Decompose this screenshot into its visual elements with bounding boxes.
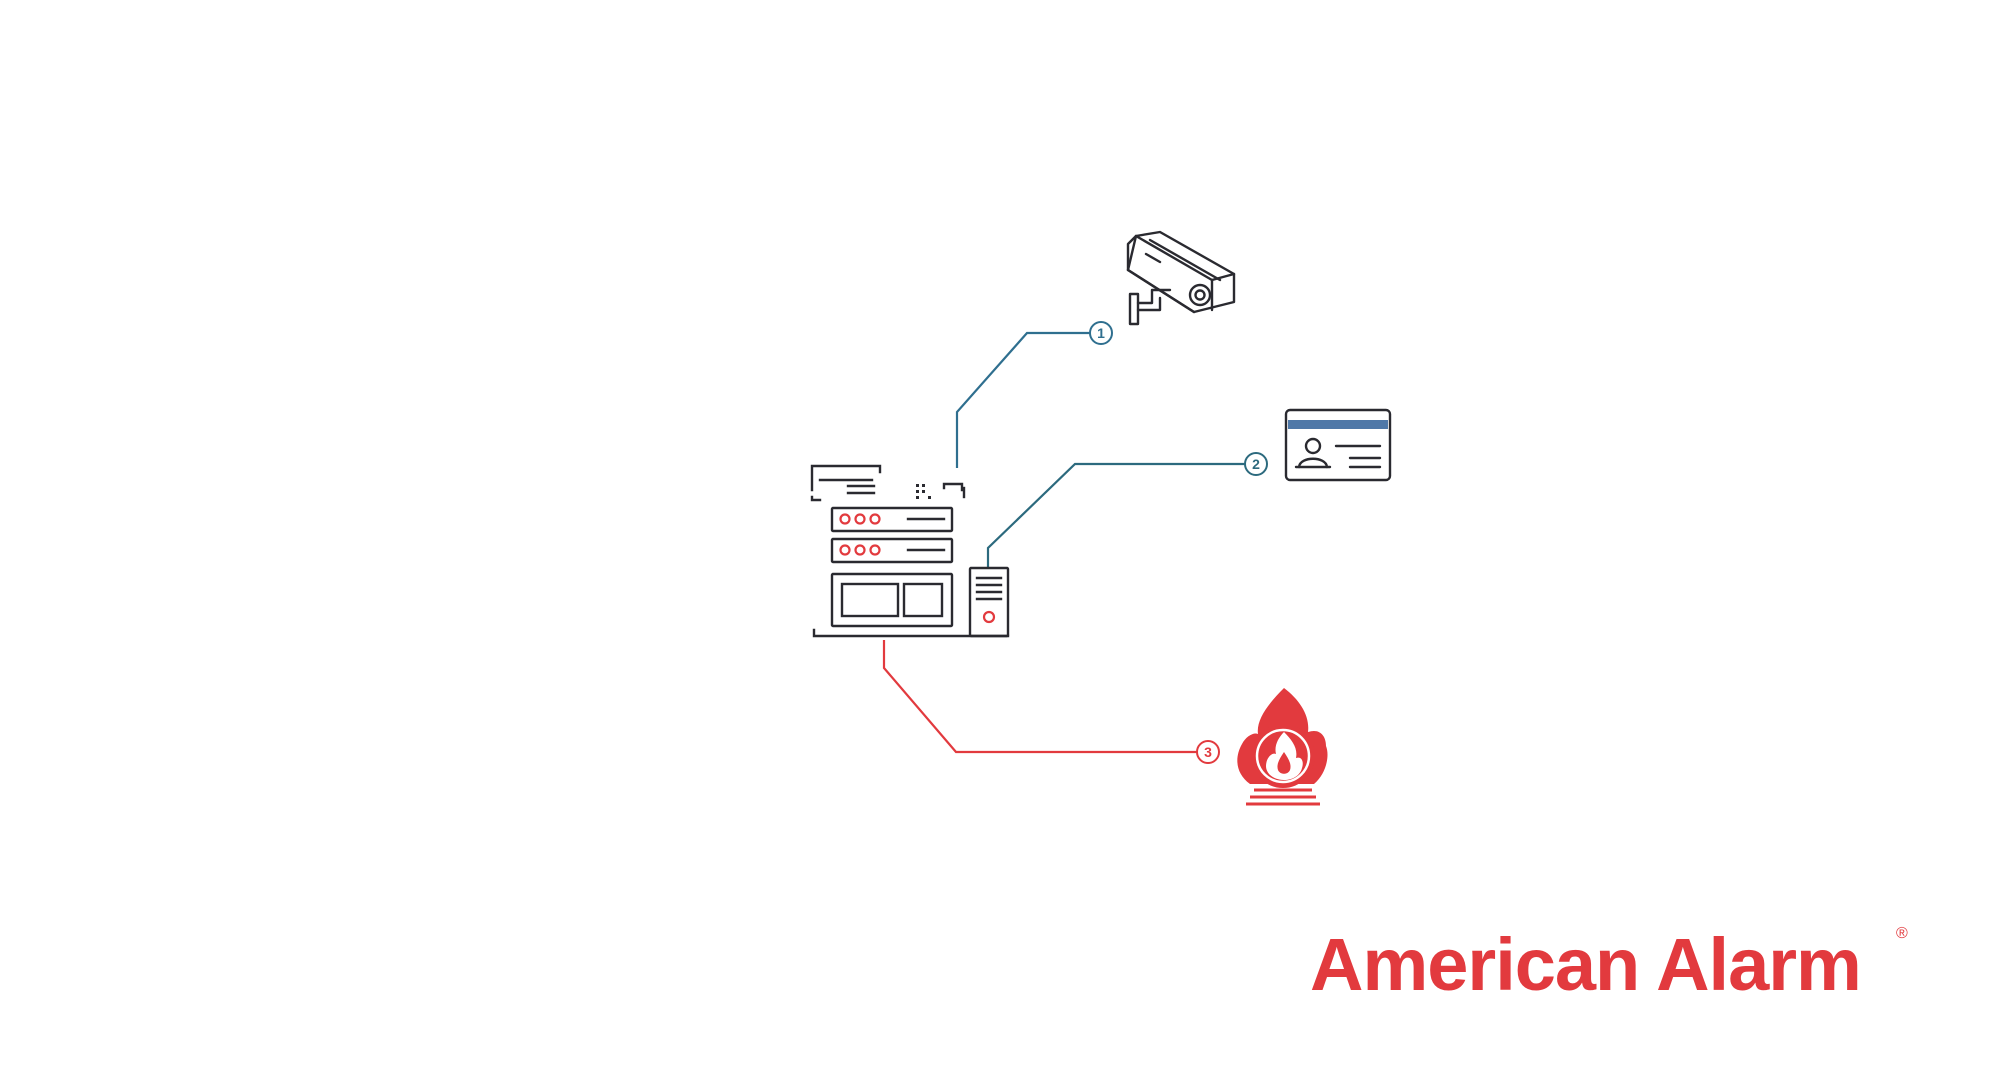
connector-line-camera bbox=[955, 331, 1090, 468]
server-status-lights bbox=[839, 513, 996, 624]
id-card-icon bbox=[1284, 408, 1392, 482]
connector-marker-2: 2 bbox=[1244, 452, 1268, 476]
connector-marker-2-label: 2 bbox=[1252, 456, 1260, 472]
connector-marker-1-label: 1 bbox=[1097, 325, 1105, 341]
connector-marker-1: 1 bbox=[1089, 321, 1113, 345]
brand-logo: American Alarm ® bbox=[1310, 920, 1910, 1010]
server-rack-icon bbox=[810, 464, 1010, 638]
connector-marker-3: 3 bbox=[1196, 740, 1220, 764]
fire-alarm-icon bbox=[1237, 688, 1328, 806]
camera-icon bbox=[1126, 230, 1236, 326]
connector-marker-3-label: 3 bbox=[1204, 744, 1212, 760]
brand-name: American Alarm bbox=[1310, 923, 1862, 1006]
connector-line-id-card bbox=[986, 462, 1246, 568]
connector-line-fire-alarm bbox=[882, 640, 1198, 754]
registered-mark: ® bbox=[1896, 925, 1908, 942]
